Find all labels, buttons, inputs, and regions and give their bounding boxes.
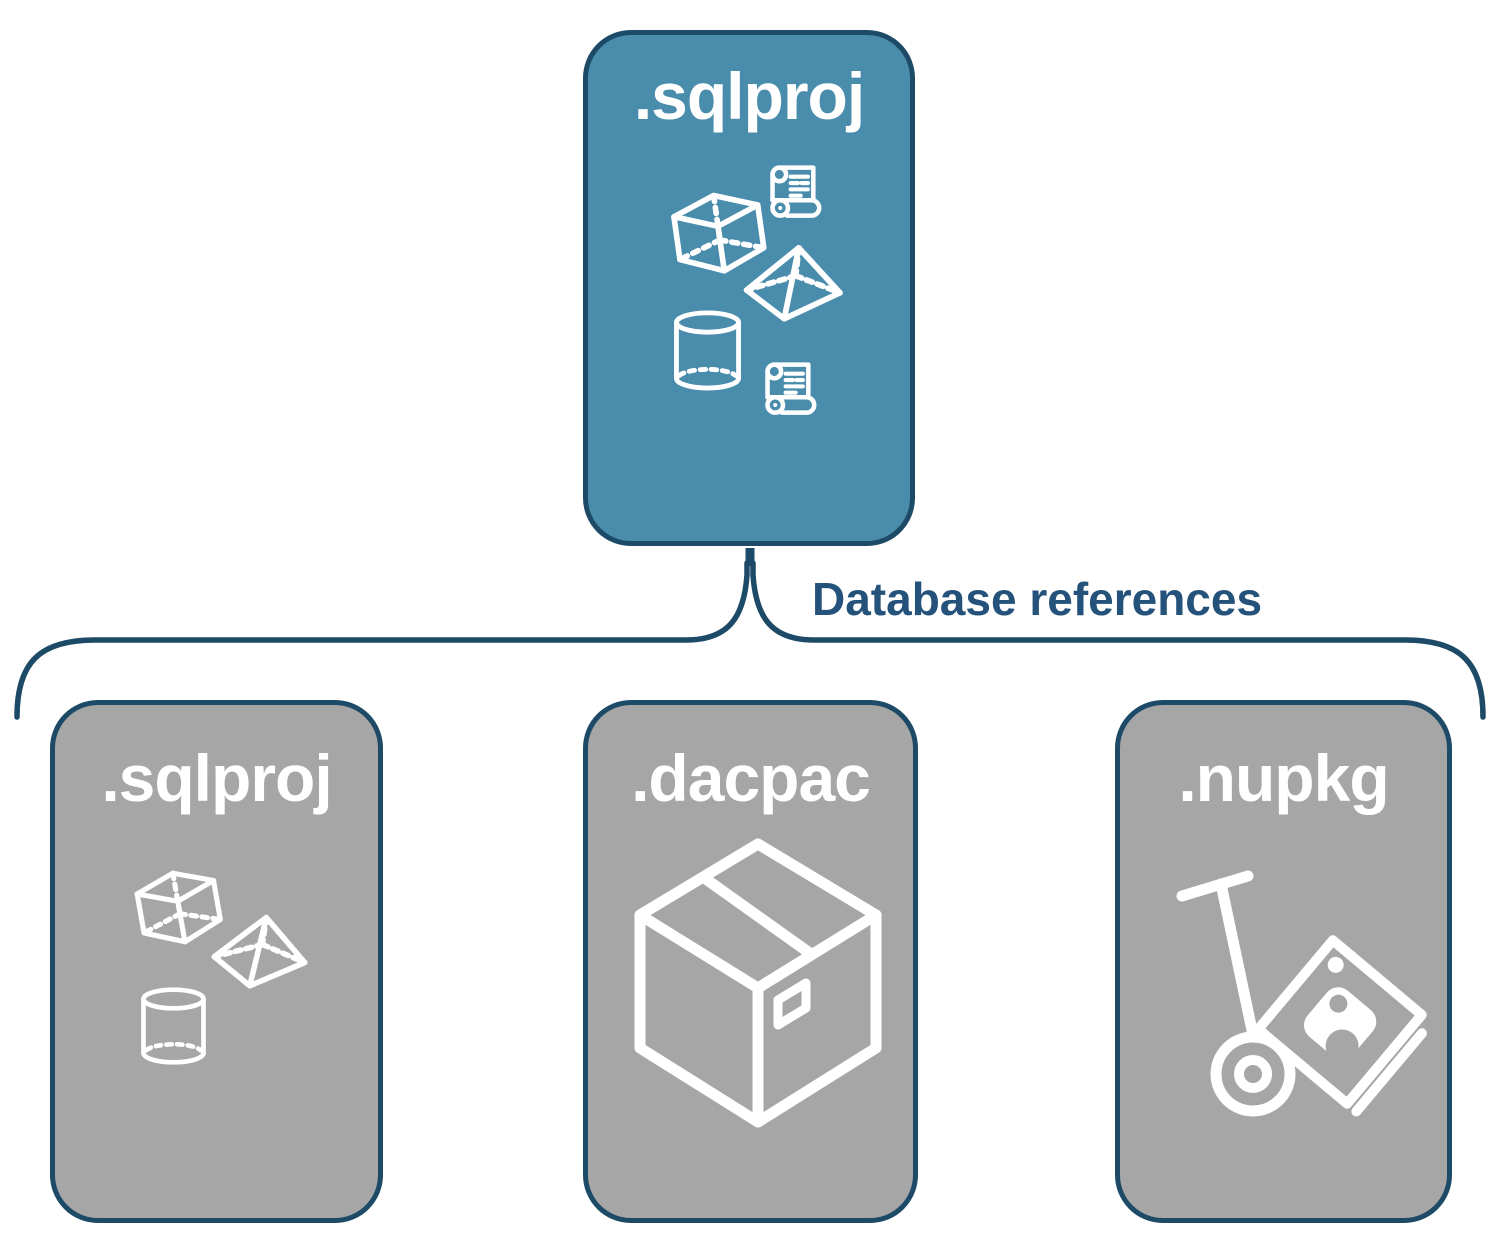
package-right-face — [752, 909, 882, 1128]
brace-path — [14, 560, 1486, 720]
nuget-logo-dot — [1327, 956, 1344, 973]
nuget-logo-hole-large — [1325, 1029, 1359, 1063]
package-left-face — [634, 909, 764, 1128]
child-box-sqlproj: .sqlproj — [50, 700, 383, 1223]
pyramid-icon — [744, 243, 844, 324]
cylinder-icon — [676, 313, 738, 388]
hand-truck-wheel-hub — [1234, 1055, 1272, 1093]
sql-objects-icon — [130, 860, 320, 1070]
root-box-sqlproj: .sqlproj — [583, 30, 915, 546]
hand-truck-rail — [1215, 878, 1259, 1041]
root-box-title: .sqlproj — [633, 59, 865, 133]
cube-icon — [135, 867, 223, 949]
package-box-icon — [634, 838, 882, 1128]
child-box-title: .sqlproj — [101, 741, 332, 815]
child-box-nupkg: .nupkg — [1115, 700, 1452, 1223]
cube-icon — [672, 190, 766, 277]
scroll-icon — [773, 168, 820, 216]
child-box-title: .nupkg — [1178, 741, 1389, 815]
hand-truck-wheel — [1210, 1031, 1296, 1117]
child-box-dacpac: .dacpac — [583, 700, 918, 1223]
pyramid-icon — [211, 911, 310, 993]
nuget-hand-truck-icon — [1176, 870, 1427, 1117]
child-box-title: .dacpac — [631, 741, 871, 815]
nuget-package-outline — [1253, 935, 1427, 1109]
hand-truck-toe-plate — [1351, 1028, 1427, 1117]
nuget-package — [1253, 935, 1427, 1117]
nuget-logo — [1303, 987, 1377, 1060]
nuget-logo-hole-small — [1329, 994, 1348, 1013]
sql-objects-with-scripts-icon — [653, 160, 853, 460]
cylinder-icon — [144, 990, 204, 1063]
scroll-icon — [768, 365, 815, 413]
package-label — [773, 978, 811, 1030]
branch-label: Database references — [812, 573, 1263, 625]
package-lid-seam — [697, 871, 817, 960]
hand-truck-handle — [1176, 870, 1254, 902]
